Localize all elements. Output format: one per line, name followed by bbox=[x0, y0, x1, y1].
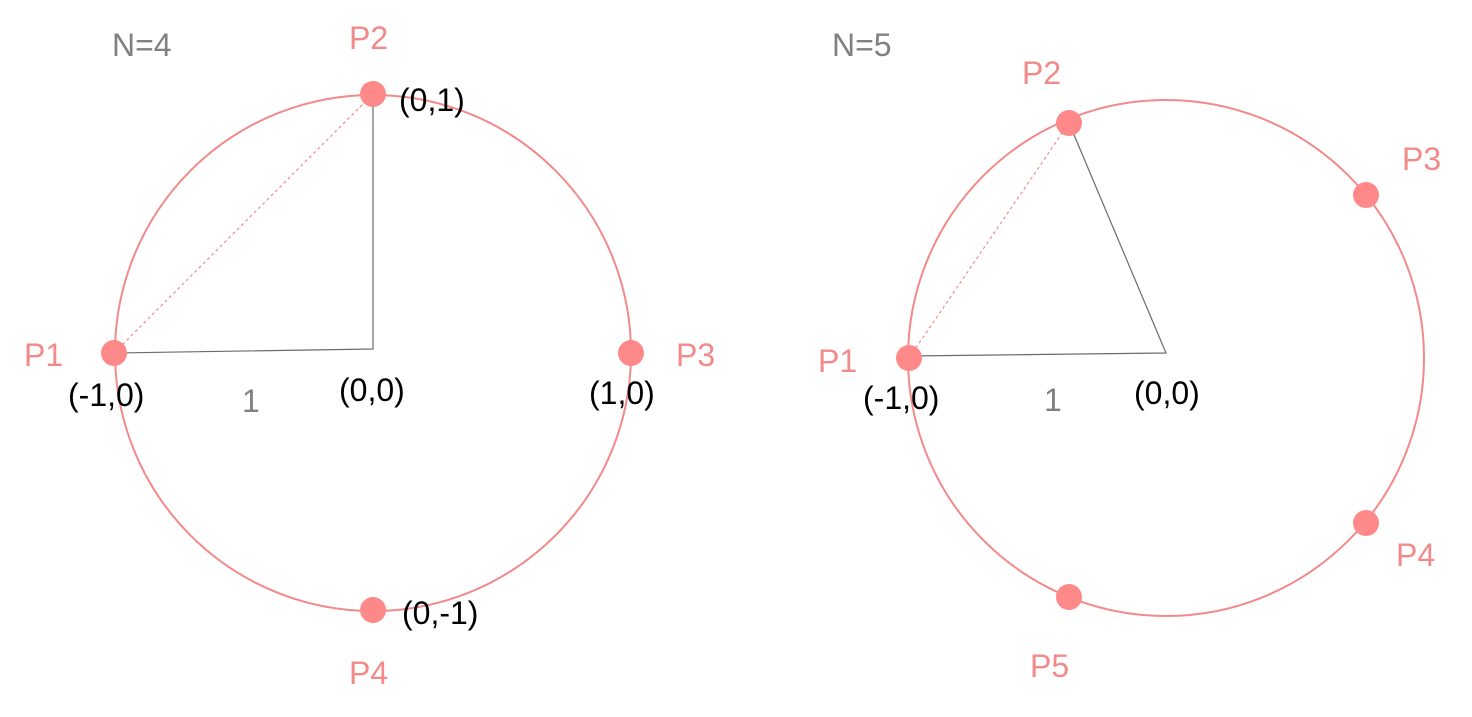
radius-label: 1 bbox=[242, 383, 260, 419]
point-p4 bbox=[1353, 510, 1379, 536]
chord-p1-p2 bbox=[113, 93, 374, 354]
radius-lines bbox=[908, 122, 1167, 357]
diagram-n4: N=4 P1 P2 P3 P4 (-1,0) (0,1) (1,0) (0,-1… bbox=[24, 20, 715, 691]
point-label-p3: P3 bbox=[676, 337, 715, 373]
coord-label-p1: (-1,0) bbox=[863, 380, 939, 416]
radius-lines bbox=[113, 94, 374, 354]
diagram-title: N=5 bbox=[832, 27, 892, 63]
radius-label: 1 bbox=[1044, 382, 1062, 418]
point-label-p3: P3 bbox=[1402, 141, 1441, 177]
point-p1 bbox=[896, 345, 922, 371]
point-label-p1: P1 bbox=[818, 343, 857, 379]
diagram-title: N=4 bbox=[112, 27, 172, 63]
point-label-p4: P4 bbox=[349, 655, 388, 691]
point-p5 bbox=[1056, 584, 1082, 610]
point-p2 bbox=[1056, 110, 1082, 136]
point-p3 bbox=[618, 340, 644, 366]
point-p2 bbox=[360, 81, 386, 107]
point-p3 bbox=[1353, 182, 1379, 208]
point-label-p1: P1 bbox=[24, 337, 63, 373]
point-p1 bbox=[101, 340, 127, 366]
coord-label-p4: (0,-1) bbox=[402, 595, 478, 631]
coord-label-p1: (-1,0) bbox=[68, 377, 144, 413]
coord-label-p3: (1,0) bbox=[589, 375, 655, 411]
center-label: (0,0) bbox=[1134, 375, 1200, 411]
point-label-p2: P2 bbox=[1022, 55, 1061, 91]
point-label-p5: P5 bbox=[1030, 648, 1069, 684]
point-label-p2: P2 bbox=[349, 20, 388, 56]
coord-label-p2: (0,1) bbox=[399, 82, 465, 118]
unit-circle bbox=[907, 99, 1425, 617]
point-label-p4: P4 bbox=[1396, 537, 1435, 573]
diagram-n5: N=5 P1 P2 P3 P4 P5 (-1,0) (0,0) 1 bbox=[818, 27, 1441, 684]
chord-p1-p2 bbox=[908, 122, 1070, 359]
center-label: (0,0) bbox=[339, 372, 405, 408]
point-p4 bbox=[360, 597, 386, 623]
